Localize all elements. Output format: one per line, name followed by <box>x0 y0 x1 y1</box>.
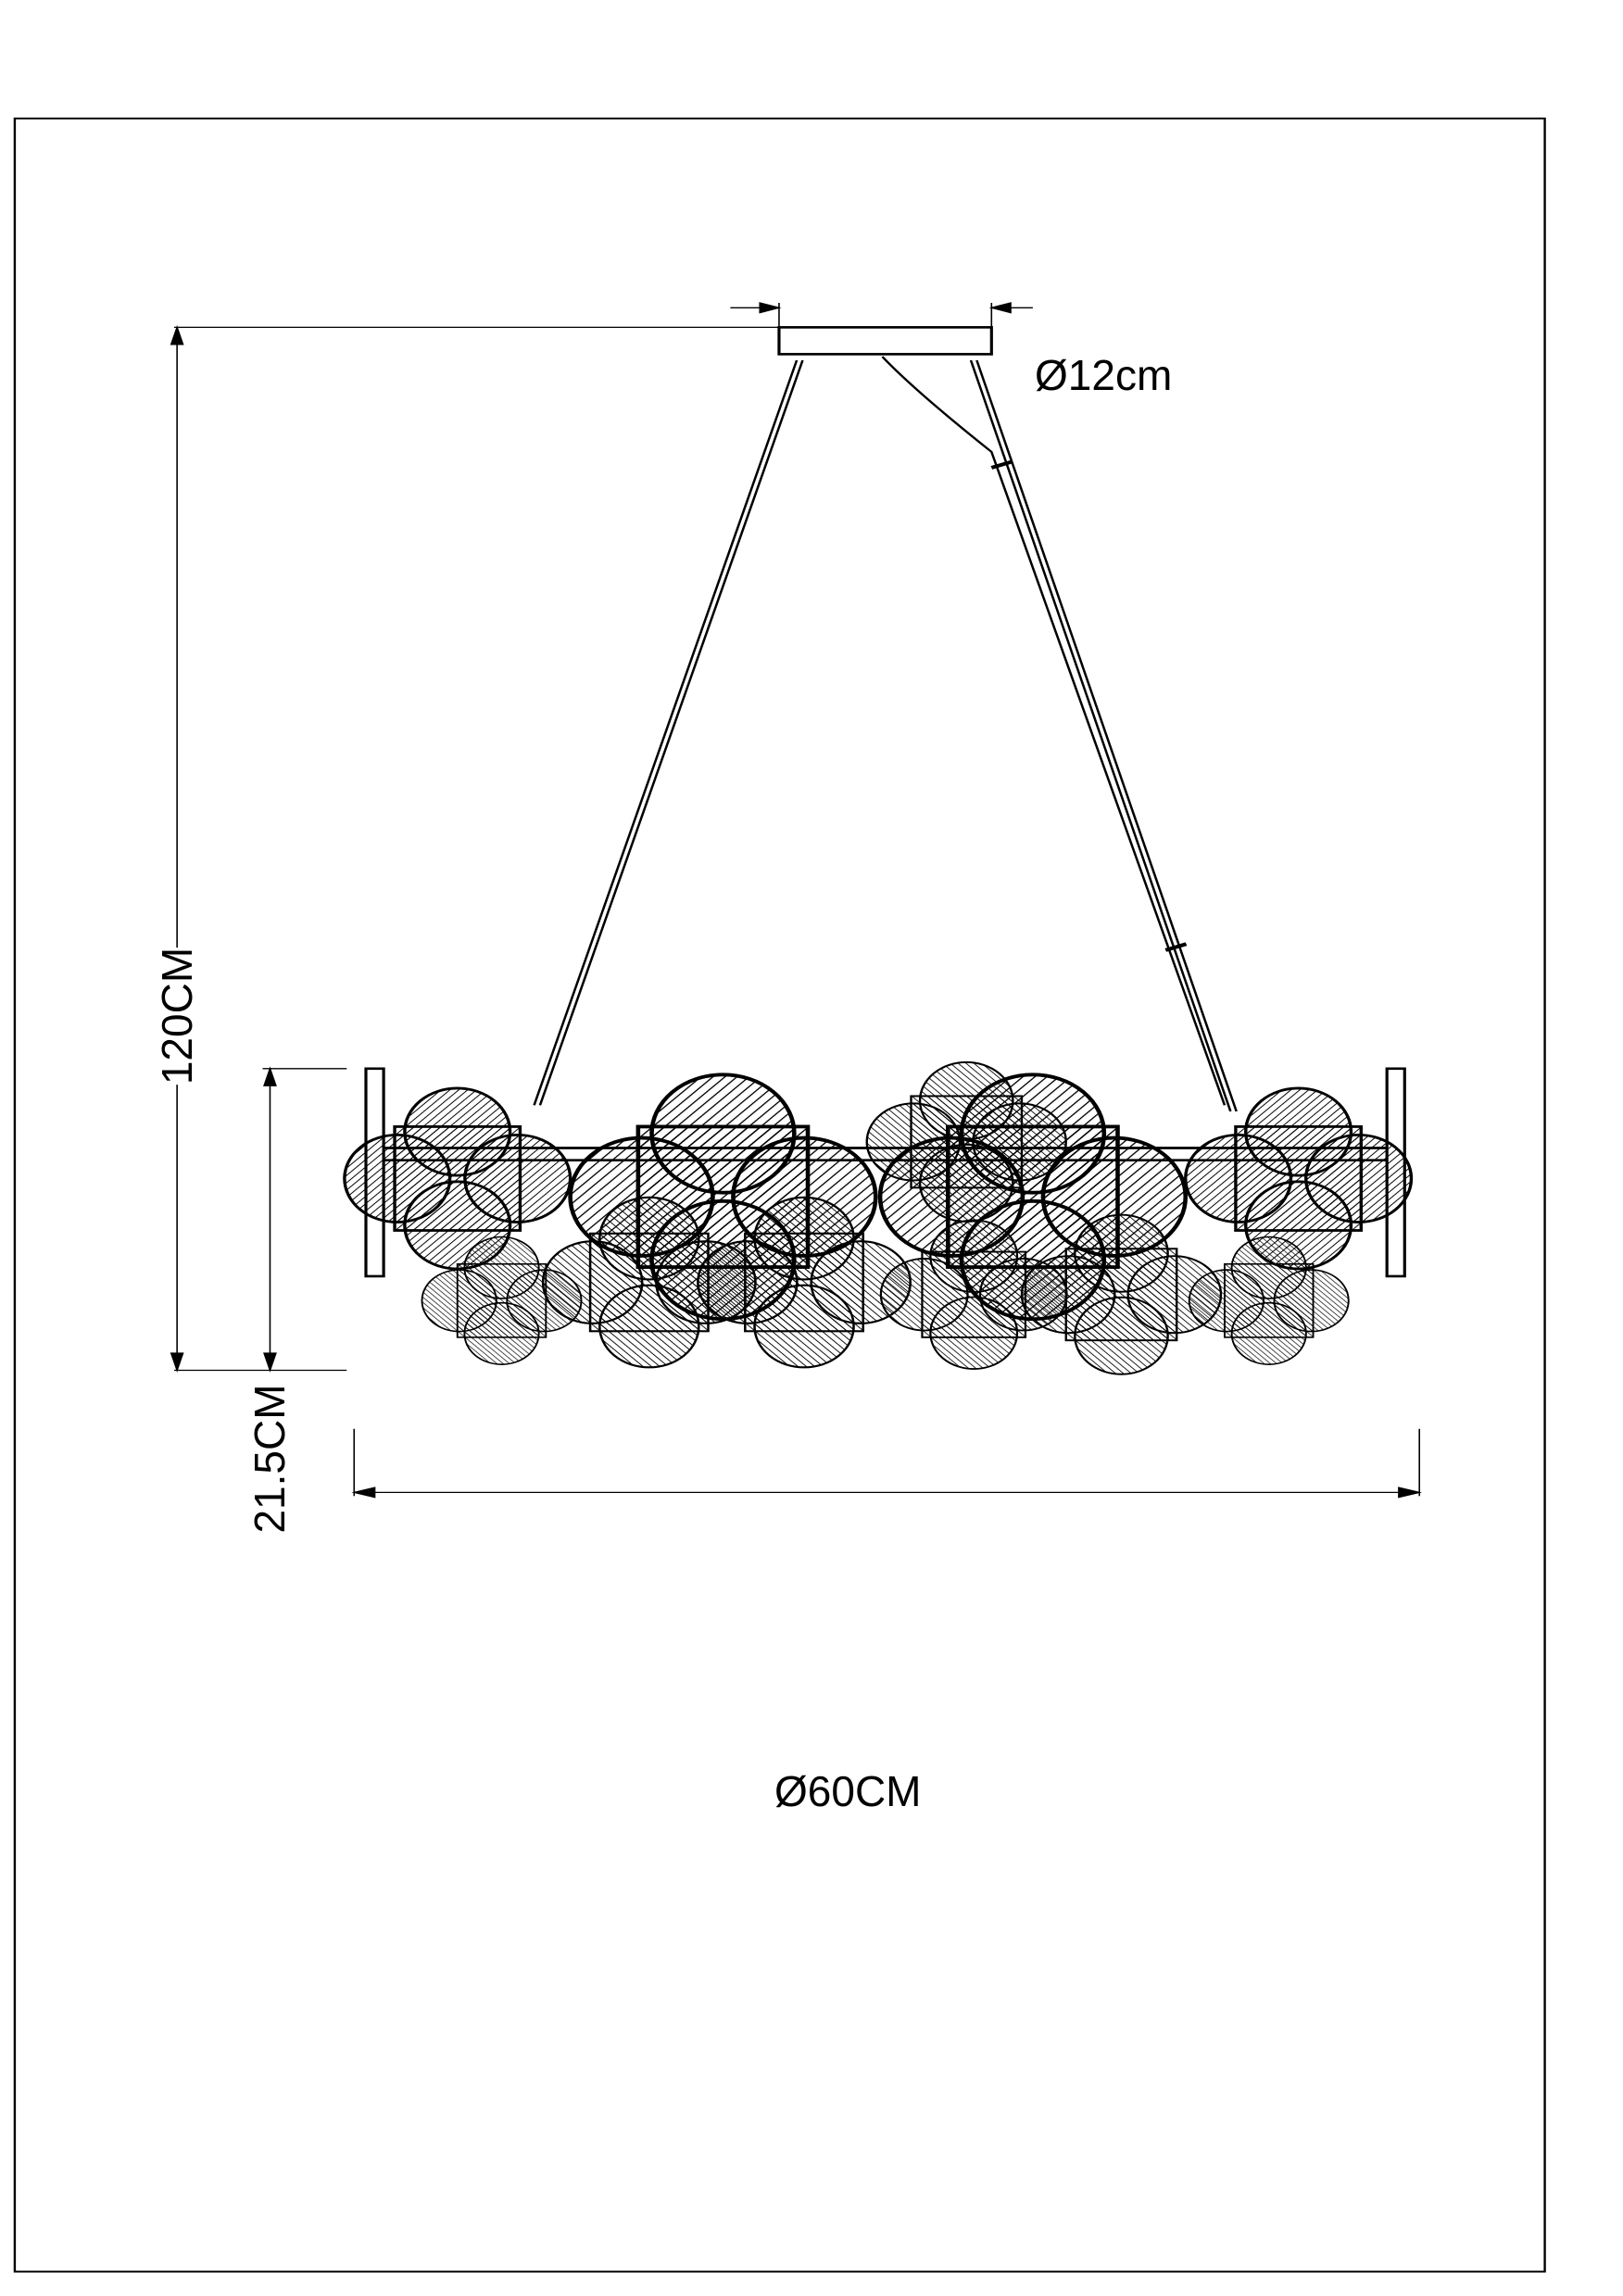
canopy-dimension <box>730 302 1033 328</box>
body-height-label: 21.5CM <box>245 1384 294 1534</box>
page-frame <box>13 117 1546 2273</box>
height-dimensions <box>170 324 1423 1499</box>
body-diameter-label: Ø60CM <box>771 1770 925 1813</box>
canopy-diameter-label: Ø12cm <box>1035 351 1173 399</box>
suspension-cables <box>533 356 1238 1112</box>
canopy <box>777 326 993 356</box>
total-height-label: 120CM <box>153 947 201 1085</box>
